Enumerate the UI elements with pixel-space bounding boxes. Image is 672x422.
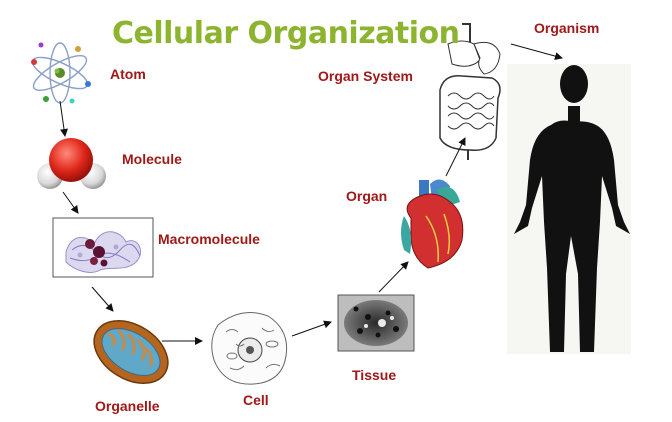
label-organ: Organ [346, 188, 388, 204]
arrow-atom-to-molecule [59, 100, 68, 137]
arrow-cell-to-tissue [291, 320, 332, 337]
label-organ-system: Organ System [318, 68, 413, 84]
label-tissue: Tissue [352, 367, 397, 383]
label-macromolecule: Macromolecule [158, 231, 260, 247]
water-molecule-icon [37, 138, 106, 189]
arrow-tissue-to-organ [378, 261, 409, 293]
arrow-molecule-to-macromolecule [62, 191, 79, 214]
heart-icon [401, 179, 464, 269]
tissue-icon [337, 294, 415, 352]
cell-icon [211, 312, 288, 385]
label-molecule: Molecule [122, 151, 182, 167]
human-silhouette-icon [507, 64, 631, 354]
arrow-organ-to-organ-system [445, 137, 466, 177]
protein-structure-icon [52, 217, 154, 278]
label-cell: Cell [243, 392, 269, 408]
digestive-system-icon [439, 23, 501, 160]
label-organism: Organism [534, 20, 600, 36]
atom-icon [31, 42, 91, 104]
mitochondrion-icon [93, 320, 169, 384]
diagram-title: Cellular Organization [112, 16, 460, 51]
connector-arrows [59, 43, 563, 345]
arrow-macromolecule-to-organelle [91, 286, 114, 312]
arrow-organ-system-to-organism [510, 43, 563, 61]
label-atom: Atom [110, 66, 146, 82]
label-organelle: Organelle [95, 398, 160, 414]
